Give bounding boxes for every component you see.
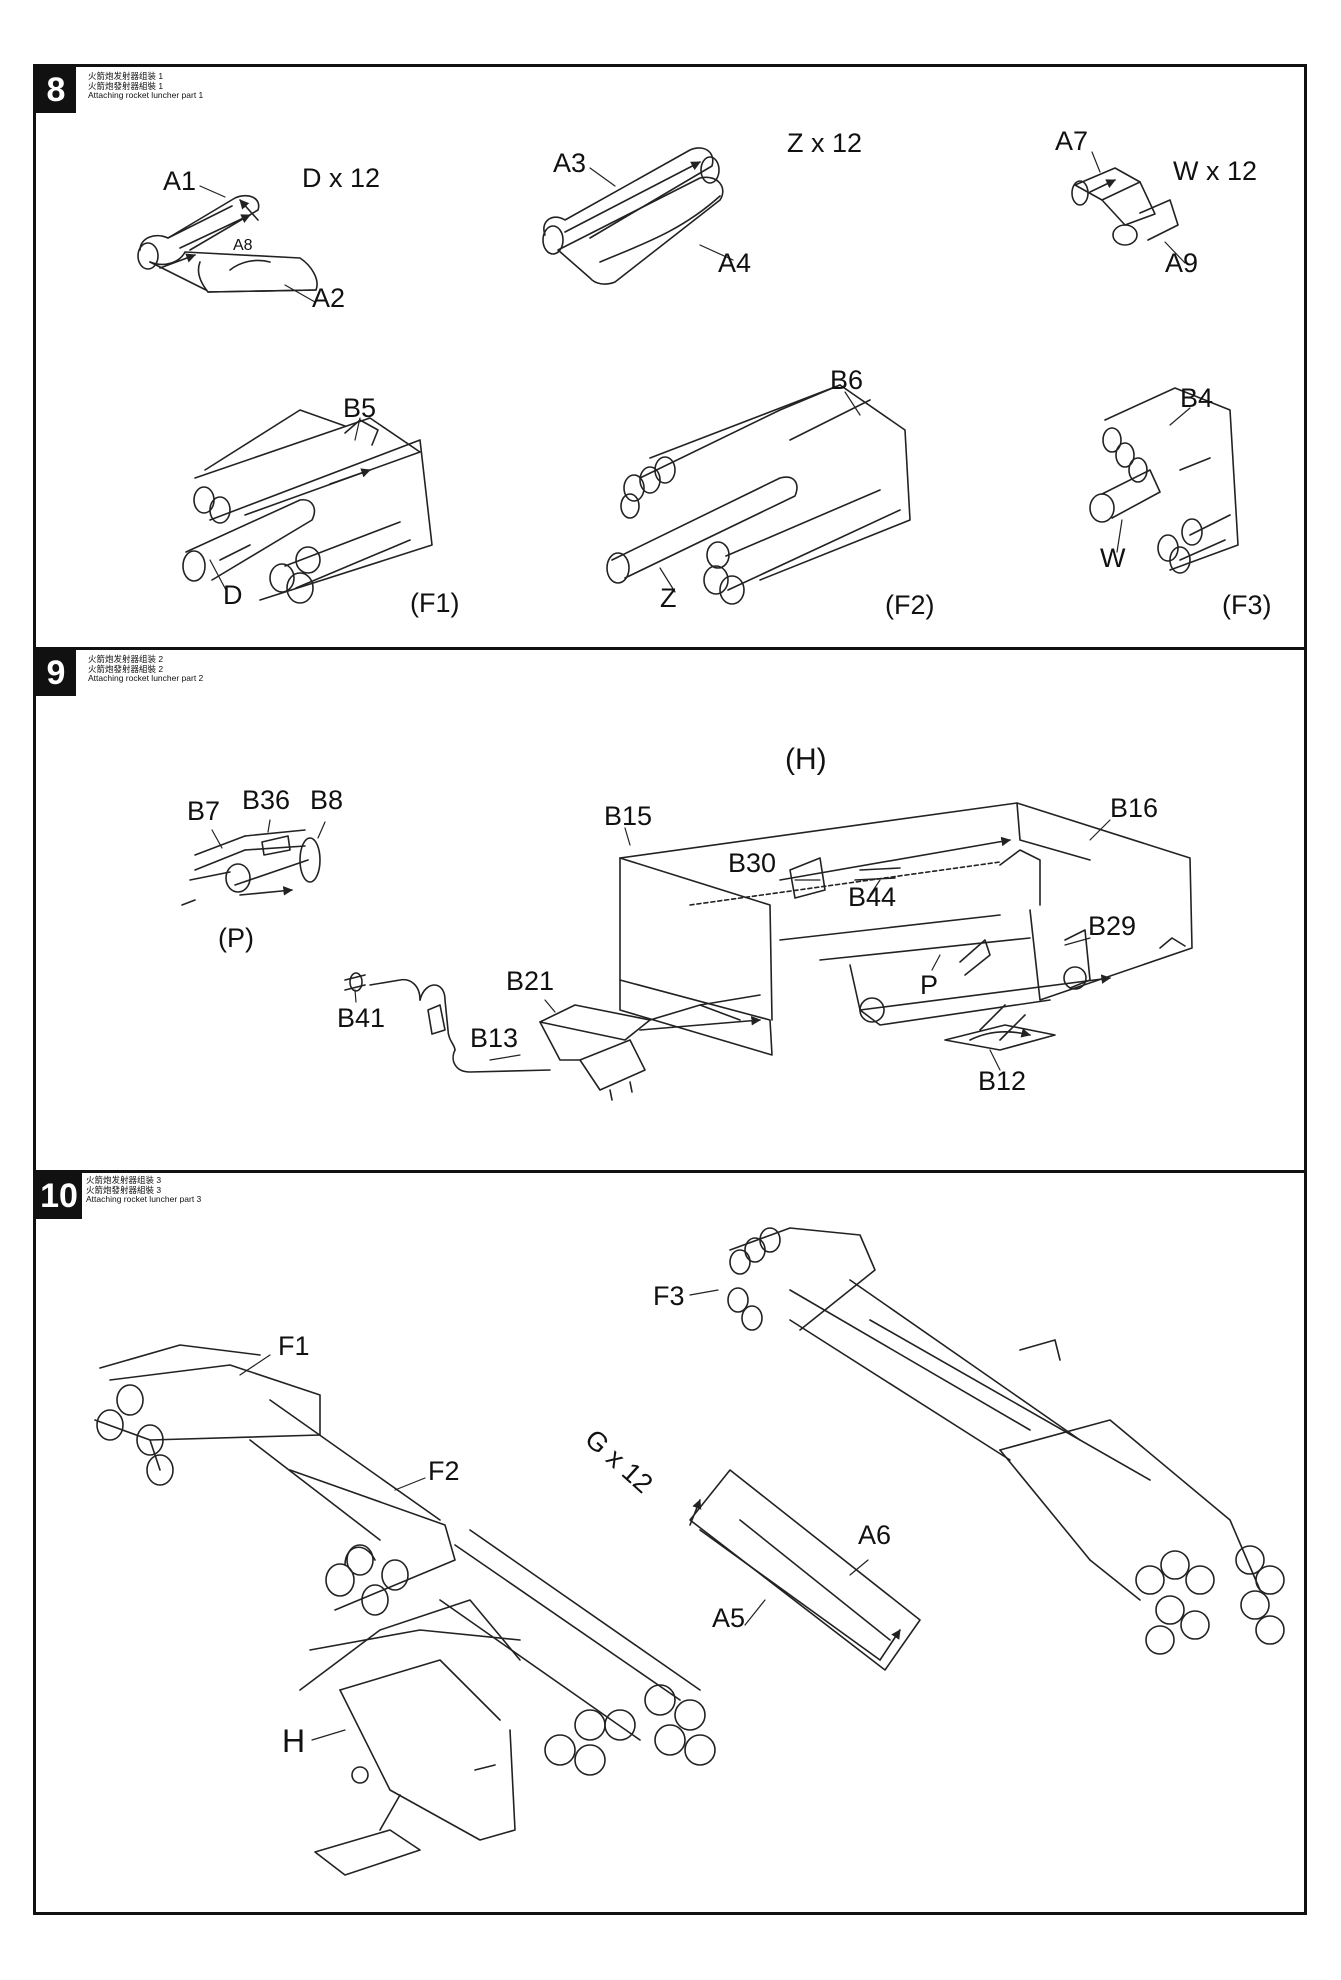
assembly-right-launcher: [728, 1228, 1284, 1654]
label-a2: A2: [312, 283, 346, 313]
assembly-f1: [183, 410, 432, 603]
label-a9: A9: [1165, 248, 1199, 278]
label-b13: B13: [470, 1023, 519, 1053]
label-f1-group: (F1): [410, 588, 460, 618]
part-d-rocket-halves: [138, 196, 317, 292]
label-b16: B16: [1110, 793, 1159, 823]
label-b8: B8: [310, 785, 344, 815]
label-w-x12: W x 12: [1173, 156, 1258, 186]
label-b6: B6: [830, 365, 864, 395]
label-a8: A8: [233, 237, 253, 254]
step-title-10: 火箭炮发射器组装 3 火箭炮發射器組裝 3 Attaching rocket l…: [86, 1175, 202, 1205]
instruction-frame: [33, 64, 1307, 1915]
label-b36: B36: [242, 785, 291, 815]
step-title-8: 火箭炮发射器组装 1 火箭炮發射器組裝 1 Attaching rocket l…: [88, 71, 204, 101]
label-b41: B41: [337, 1003, 386, 1033]
label-h-group: (H): [785, 743, 827, 776]
label-b7: B7: [187, 796, 221, 826]
step-number-10: 10: [36, 1173, 82, 1219]
step-title-cn-traditional: 火箭炮發射器組裝 3: [86, 1184, 162, 1195]
label-z-x12: Z x 12: [787, 128, 863, 158]
part-b21-b13: [345, 973, 761, 1100]
label-h: H: [282, 1723, 306, 1759]
step-title-en: Attaching rocket luncher part 3: [86, 1194, 202, 1204]
label-z: Z: [660, 583, 677, 613]
assembly-f2: [607, 385, 910, 604]
label-p: P: [920, 970, 939, 1000]
label-a6: A6: [858, 1520, 892, 1550]
label-p-group: (P): [218, 923, 254, 953]
label-a7: A7: [1055, 126, 1089, 156]
step-title-cn-simplified: 火箭炮发射器组装 1: [88, 71, 164, 81]
label-d-x12: D x 12: [302, 163, 381, 193]
label-b12: B12: [978, 1066, 1027, 1096]
label-b21: B21: [506, 966, 555, 996]
assembly-f3: [1090, 388, 1238, 573]
label-a4: A4: [718, 248, 752, 278]
label-b15: B15: [604, 801, 653, 831]
label-b30: B30: [728, 848, 777, 878]
step-number-8: 8: [36, 67, 76, 113]
subassembly-p: [182, 830, 320, 905]
label-f3-group: (F3): [1222, 590, 1272, 620]
label-d: D: [223, 580, 243, 610]
leader-lines-step8: [200, 152, 1190, 592]
label-f3: F3: [653, 1281, 685, 1311]
label-a3: A3: [553, 148, 587, 178]
part-z-rocket-halves: [543, 148, 723, 284]
step-title-cn-simplified: 火箭炮发射器组装 2: [88, 654, 164, 664]
label-f1: F1: [278, 1331, 310, 1361]
frame-h: [620, 803, 1192, 1055]
leader-lines-step9: [212, 820, 1110, 1070]
part-w-rocket-halves: [1072, 168, 1178, 245]
part-g-rocket-halves: [690, 1470, 920, 1670]
label-w: W: [1100, 543, 1126, 573]
label-f2-group: (F2): [885, 590, 935, 620]
label-b4: B4: [1180, 383, 1214, 413]
step-title-cn-simplified: 火箭炮发射器组装 3: [86, 1175, 162, 1185]
step-title-cn-traditional: 火箭炮發射器組裝 1: [88, 80, 164, 91]
leader-lines-step10: [240, 1290, 868, 1740]
label-f2: F2: [428, 1456, 460, 1486]
step-divider-8-9: [33, 647, 1307, 650]
step-title-9: 火箭炮发射器组装 2 火箭炮發射器組裝 2 Attaching rocket l…: [88, 654, 204, 684]
label-a1: A1: [163, 166, 197, 196]
label-b5: B5: [343, 393, 377, 423]
step-title-en: Attaching rocket luncher part 1: [88, 90, 204, 100]
step-title-cn-traditional: 火箭炮發射器組裝 2: [88, 663, 164, 674]
step-number-9: 9: [36, 650, 76, 696]
part-b12: [945, 1005, 1055, 1050]
label-b29: B29: [1088, 911, 1137, 941]
step-divider-9-10: [33, 1170, 1307, 1173]
step-title-en: Attaching rocket luncher part 2: [88, 673, 204, 683]
assembly-left-launcher: [95, 1345, 715, 1875]
label-b44: B44: [848, 882, 897, 912]
label-a5: A5: [712, 1603, 746, 1633]
